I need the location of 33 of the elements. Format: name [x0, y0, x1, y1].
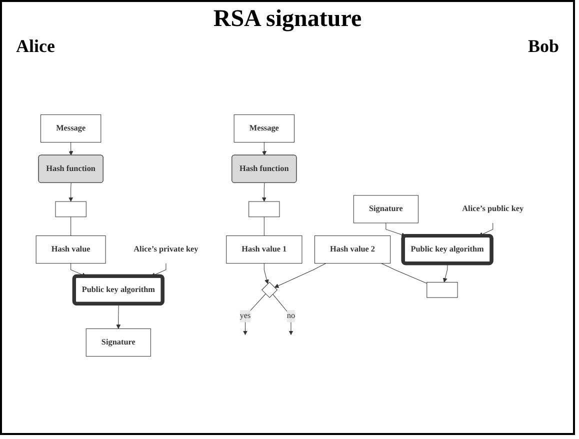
arrow	[478, 222, 494, 236]
arrow	[262, 182, 266, 202]
node-box	[248, 201, 280, 218]
node-box: Message	[234, 114, 294, 143]
node-box: Hash value 1	[226, 236, 302, 264]
arrow	[116, 304, 121, 329]
arrow	[262, 142, 266, 156]
arrow	[274, 263, 326, 288]
edge-label: no	[286, 312, 296, 320]
arrow	[70, 263, 86, 277]
arrow	[272, 294, 294, 336]
arrow	[150, 263, 166, 277]
edge-label: yes	[240, 312, 251, 320]
connector	[70, 216, 72, 236]
node-diamond	[262, 282, 278, 298]
arrow	[68, 182, 74, 202]
connector	[381, 263, 428, 284]
node-box	[426, 282, 458, 298]
node-box: Signature	[86, 328, 151, 357]
node-box: Message	[40, 114, 102, 143]
arrow	[442, 263, 448, 282]
arrow	[386, 222, 406, 237]
node-text: Alice’s private key	[134, 244, 198, 254]
side-label: Bob	[528, 36, 559, 57]
arrow	[68, 142, 74, 156]
node-box: Hash value	[36, 236, 106, 264]
node-box: Signature	[353, 195, 418, 224]
arrow	[264, 263, 269, 284]
node-text: Alice’s public key	[462, 204, 524, 214]
diagram-title: RSA signature	[212, 6, 363, 33]
node-box	[55, 201, 86, 218]
side-label: Alice	[16, 36, 55, 57]
node-box: Hash value 2	[314, 236, 391, 264]
